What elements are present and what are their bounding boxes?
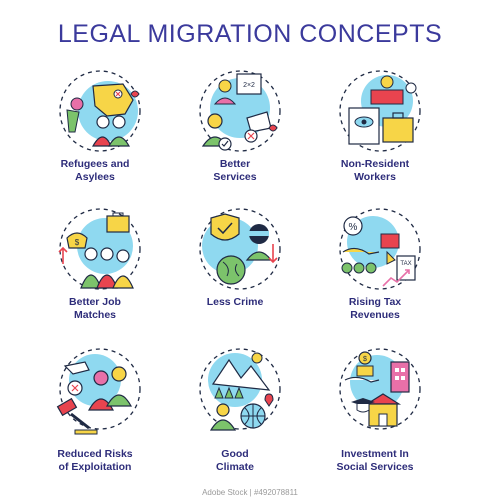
concept-tile-better-services: 2×2 Better Services <box>185 66 325 204</box>
svg-text:2×2: 2×2 <box>243 82 255 89</box>
concept-tile-rising-tax-revenues: % TAX Rising Tax Revenues <box>325 204 455 344</box>
concept-label: Better Job Matches <box>69 296 121 321</box>
concept-label: Less Crime <box>206 296 264 308</box>
concept-tile-refugees: Refugees and Asylees <box>45 66 185 204</box>
svg-text:$: $ <box>363 356 367 363</box>
less-crime-icon <box>199 208 281 290</box>
good-climate-icon <box>199 348 281 431</box>
better-services-icon: 2×2 <box>199 70 281 152</box>
concept-label: Refugees and Asylees <box>60 158 130 183</box>
job-matches-icon: $ <box>58 208 141 290</box>
concept-tile-social-investment: $ Investment In Social Services <box>325 344 455 500</box>
concept-tile-less-crime: Less Crime <box>185 204 325 344</box>
stock-watermark: Adobe Stock | #492078811 <box>202 488 298 497</box>
concept-tile-non-resident-workers: Non-Resident Workers <box>325 66 455 204</box>
page-title: LEGAL MIGRATION CONCEPTS <box>57 20 443 48</box>
concept-label: Non-Resident Workers <box>340 158 410 183</box>
concept-label: Good Climate <box>216 448 254 473</box>
refugees-icon <box>59 70 141 152</box>
non-resident-workers-icon <box>339 70 421 152</box>
svg-text:%: % <box>349 222 358 233</box>
tax-revenues-icon: % TAX <box>339 208 421 290</box>
concept-label: Investment In Social Services <box>336 448 414 473</box>
svg-text:TAX: TAX <box>400 261 411 267</box>
concept-label: Better Services <box>213 158 257 183</box>
concept-tile-reduced-exploitation: Reduced Risks of Exploitation <box>45 344 185 500</box>
concept-grid: Refugees and Asylees 2×2 Better Services <box>45 66 455 500</box>
concept-label: Reduced Risks of Exploitation <box>57 448 133 473</box>
concept-label: Rising Tax Revenues <box>348 296 402 321</box>
reduced-exploitation-icon <box>56 348 141 435</box>
social-investment-icon: $ <box>339 348 421 430</box>
concept-tile-good-climate: Good Climate <box>185 344 325 500</box>
concept-tile-better-job-matches: $ Better Job Matches <box>45 204 185 344</box>
svg-text:$: $ <box>75 238 80 247</box>
